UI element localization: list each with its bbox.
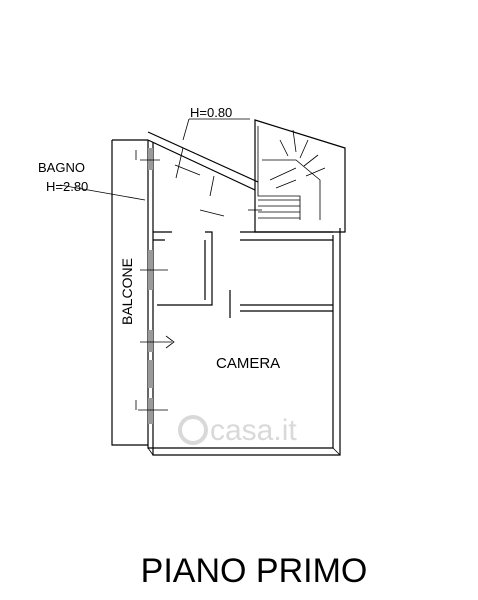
floor-title: PIANO PRIMO [141,552,368,590]
exterior-walls [147,131,341,456]
ceiling-height-low-label: H=0.80 [190,105,232,120]
interior-walls [153,147,333,318]
room-label-camera: CAMERA [216,355,280,372]
watermark-logo-icon [178,415,208,445]
room-label-balcone: BALCONE [119,258,135,325]
watermark-text: casa.it [210,414,297,447]
openings-left [138,148,175,424]
staircase [248,119,346,233]
balcony [111,139,148,446]
leader-lines [59,118,250,201]
ceiling-height-label: H=2.80 [46,179,88,194]
room-label-bagno: BAGNO [38,160,85,175]
watermark: casa.it [178,414,297,447]
